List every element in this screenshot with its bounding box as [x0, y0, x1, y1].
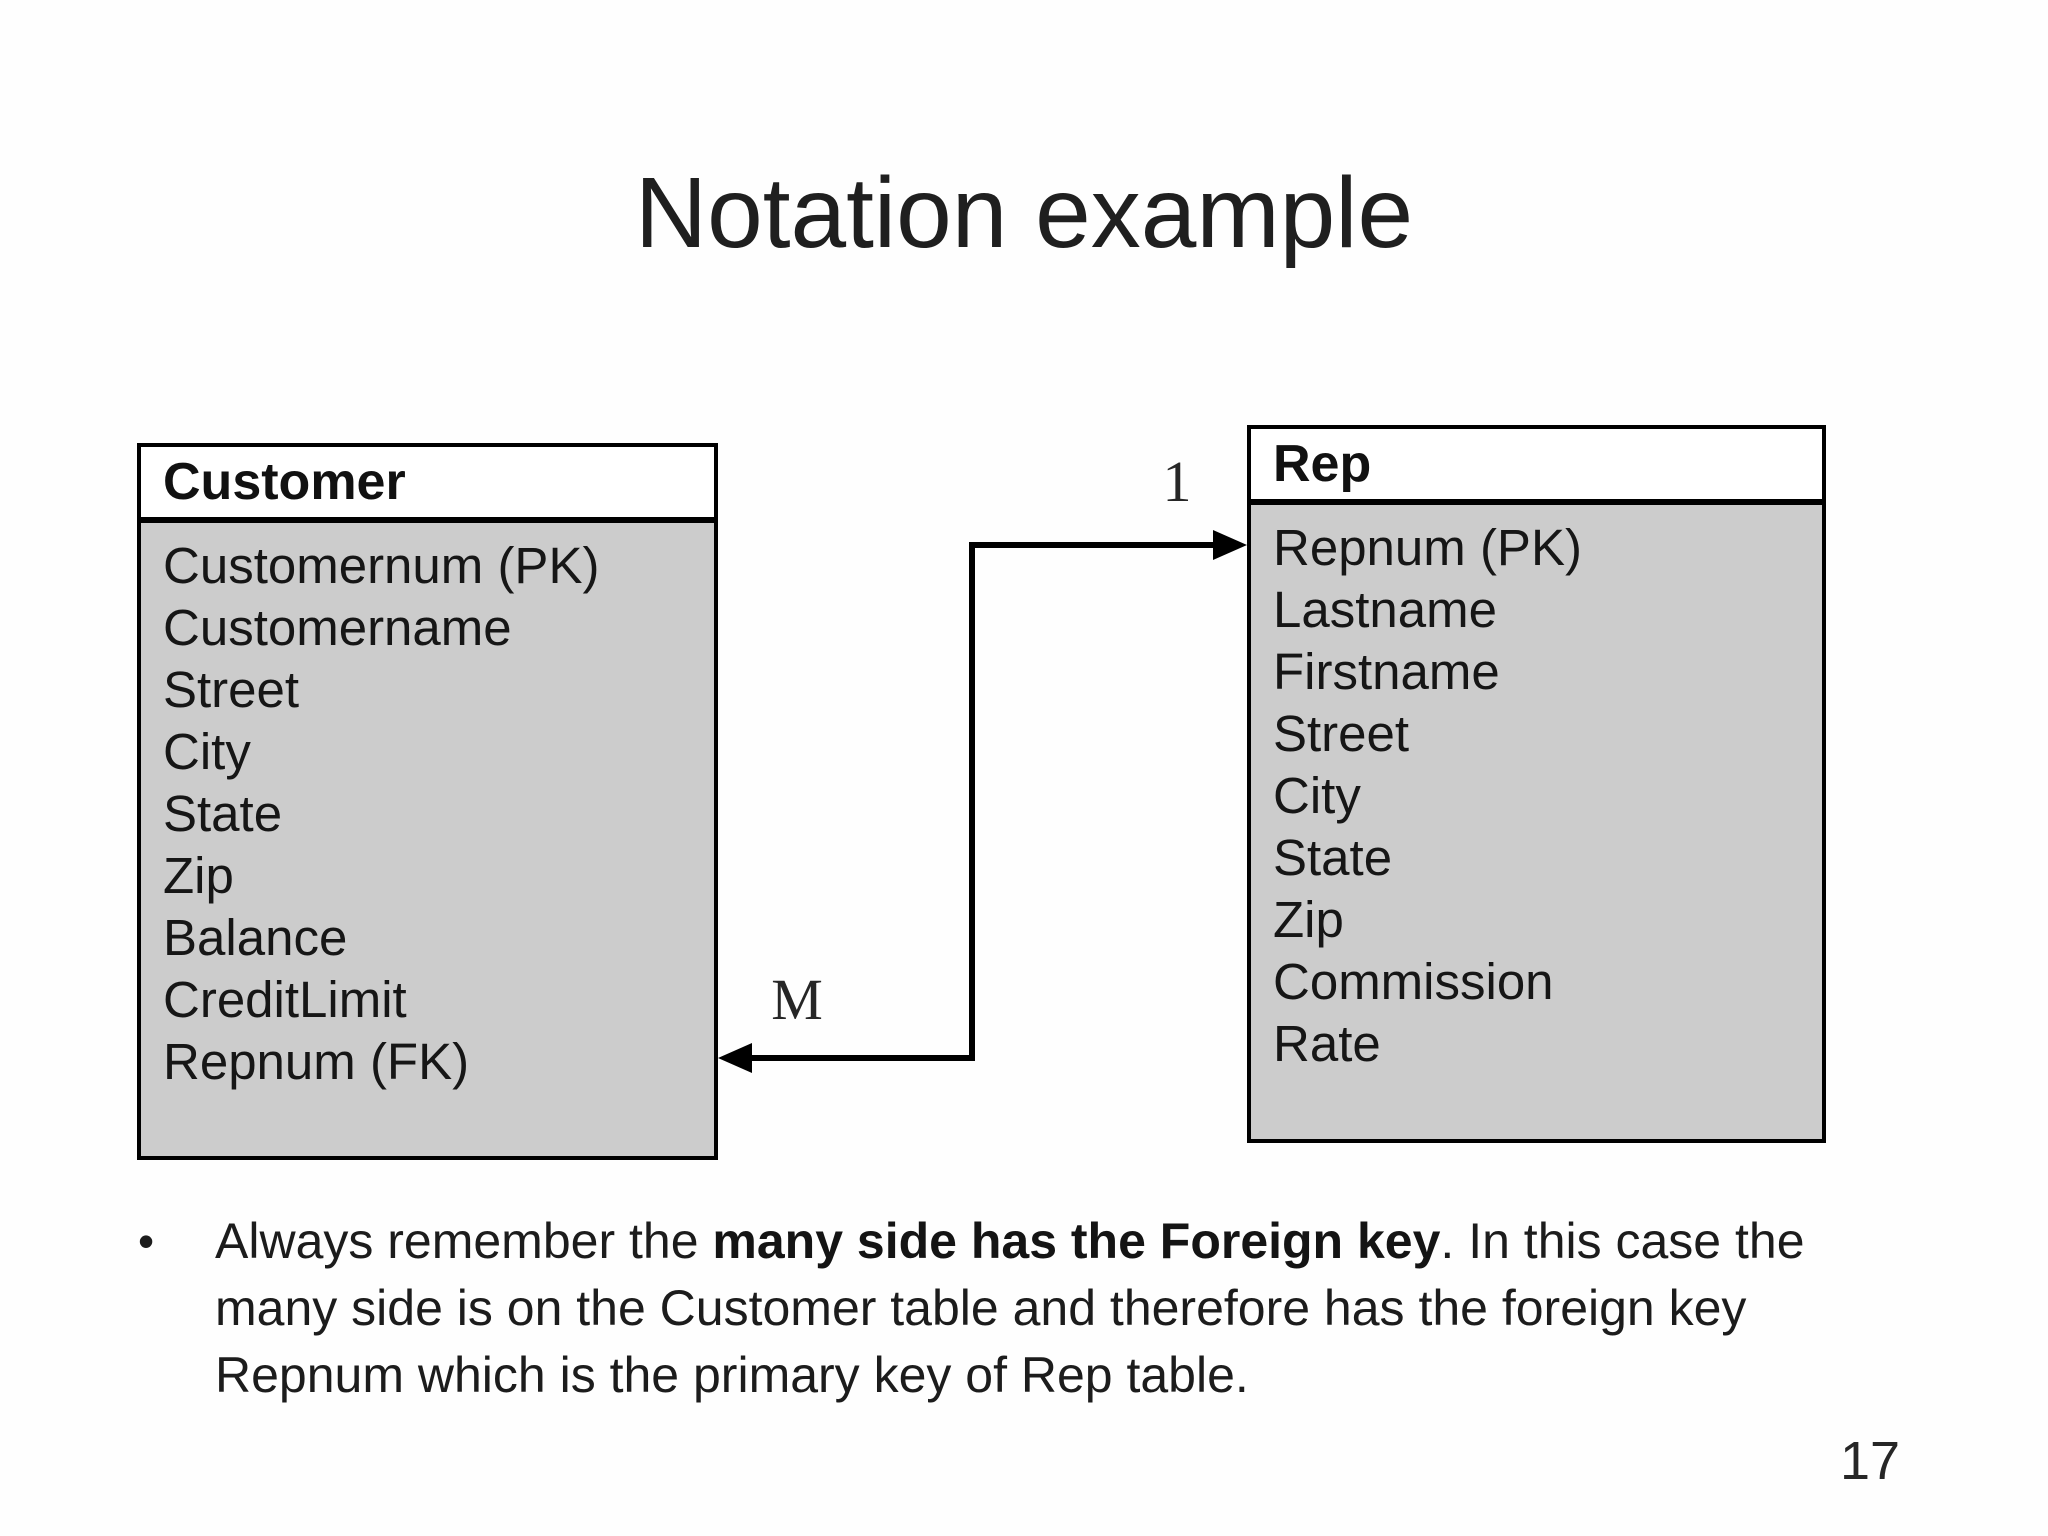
table-field-row: City — [163, 723, 251, 780]
notes-segment: . In this case the many side is on the C… — [215, 1213, 1805, 1403]
arrowhead-left-icon — [718, 1043, 752, 1073]
arrowhead-right-icon — [1213, 530, 1247, 560]
customer-table-title: Customer — [141, 447, 714, 523]
table-field-row: Balance — [163, 909, 348, 966]
table-field-row: Street — [163, 661, 300, 718]
table-field-row: State — [163, 785, 283, 842]
table-field-row: Rate — [1273, 1015, 1381, 1072]
table-field-row: State — [1273, 829, 1393, 886]
notes-text: Always remember the many side has the Fo… — [215, 1208, 1915, 1409]
cardinality-many-label: M — [771, 967, 823, 1032]
table-field-row: Zip — [163, 847, 234, 904]
table-field-row: Firstname — [1273, 643, 1500, 700]
table-field-row: Customername — [163, 599, 512, 656]
table-field-row: Commission — [1273, 953, 1554, 1010]
table-field-row: Zip — [1273, 891, 1344, 948]
table-field-row: Repnum (PK) — [1273, 519, 1582, 576]
connector-vertical-line — [969, 542, 975, 1061]
notes-bullet-item: • Always remember the many side has the … — [138, 1208, 1928, 1409]
notes-segment-bold: many side has the Foreign key — [712, 1213, 1441, 1269]
table-field-row: Lastname — [1273, 581, 1497, 638]
table-field-row: CreditLimit — [163, 971, 407, 1028]
rep-field-list: Repnum (PK) Lastname Firstname Street Ci… — [1251, 505, 1822, 1075]
customer-entity-table: Customer Customernum (PK) Customername S… — [137, 443, 718, 1160]
page-number: 17 — [1839, 1431, 1901, 1491]
table-field-row: Customernum (PK) — [163, 537, 600, 594]
rep-table-title: Rep — [1251, 429, 1822, 505]
connector-top-line — [972, 542, 1220, 548]
table-field-row: City — [1273, 767, 1361, 824]
page-title: Notation example — [634, 157, 1414, 269]
bullet-icon: • — [138, 1215, 155, 1267]
cardinality-one-label: 1 — [1162, 449, 1192, 514]
notes-segment: Always remember the — [215, 1213, 713, 1269]
customer-field-list: Customernum (PK) Customername Street Cit… — [141, 523, 714, 1093]
connector-bottom-line — [750, 1055, 975, 1061]
table-field-row: Repnum (FK) — [163, 1033, 470, 1090]
rep-entity-table: Rep Repnum (PK) Lastname Firstname Stree… — [1247, 425, 1826, 1143]
table-field-row: Street — [1273, 705, 1410, 762]
